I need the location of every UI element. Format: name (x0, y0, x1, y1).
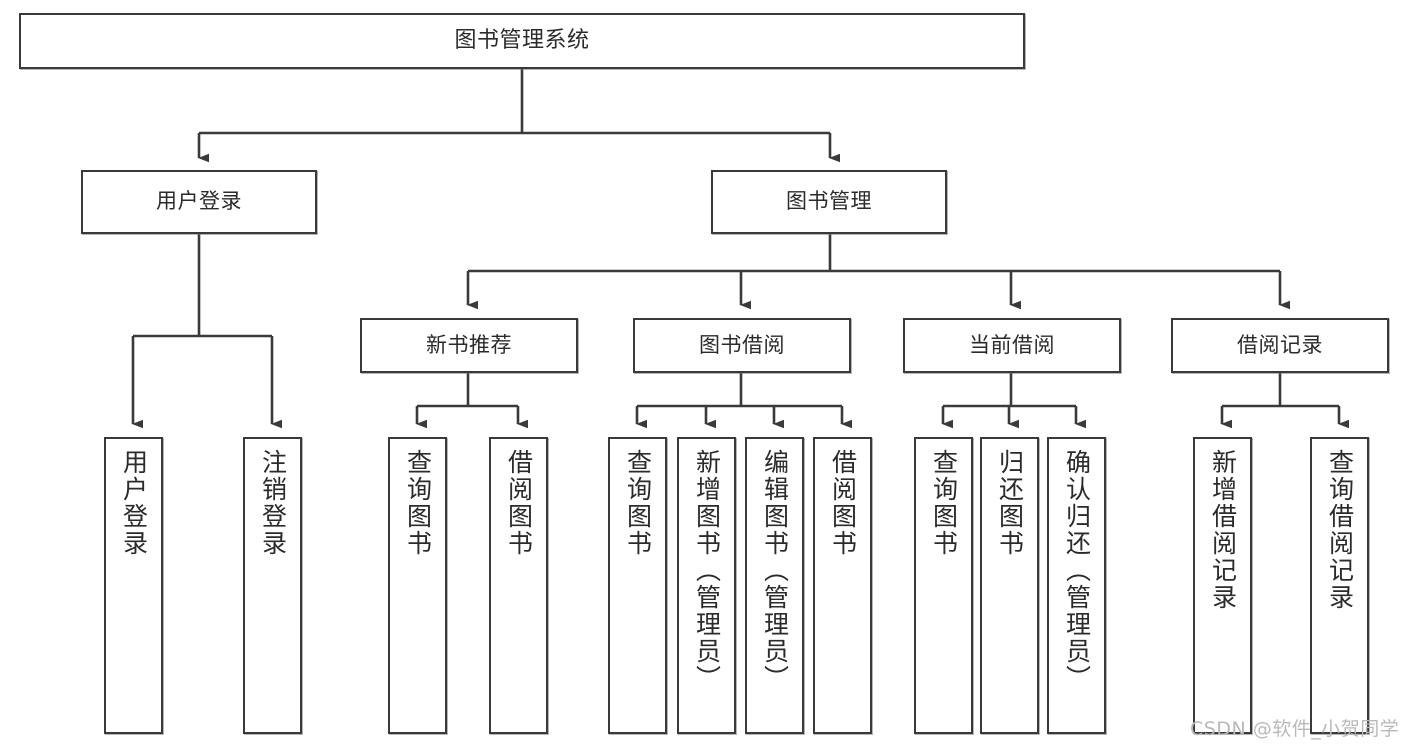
node-leaf-borrow-book[interactable]: 借阅图书 (813, 437, 872, 734)
node-label: 注销登录 (258, 449, 288, 557)
node-label: 查询借阅记录 (1325, 449, 1355, 611)
node-root-system[interactable]: 图书管理系统 (19, 13, 1025, 69)
node-label: 当前借阅 (969, 332, 1055, 357)
node-leaf-query-book-recommend[interactable]: 查询图书 (388, 437, 447, 734)
node-label: 新增借阅记录 (1208, 449, 1238, 611)
node-leaf-return-book[interactable]: 归还图书 (980, 437, 1039, 734)
node-user-login[interactable]: 用户登录 (81, 170, 317, 234)
node-leaf-user-login[interactable]: 用户登录 (104, 437, 163, 734)
node-book-manage[interactable]: 图书管理 (711, 170, 947, 234)
node-current-borrow[interactable]: 当前借阅 (903, 318, 1121, 373)
node-leaf-borrow-book-recommend[interactable]: 借阅图书 (489, 437, 548, 734)
node-borrow-record[interactable]: 借阅记录 (1171, 318, 1389, 373)
node-label: 新书推荐 (426, 332, 512, 357)
node-label: 图书管理 (786, 189, 872, 214)
node-label: 借阅图书 (504, 449, 534, 557)
node-label: 图书管理系统 (454, 27, 590, 53)
node-label: 查询图书 (929, 449, 959, 557)
node-leaf-confirm-return-admin[interactable]: 确认归还（管理员） (1047, 437, 1106, 734)
node-label: 新增图书（管理员） (692, 449, 722, 692)
node-label: 图书借阅 (699, 332, 785, 357)
node-label: 归还图书 (995, 449, 1025, 557)
node-leaf-query-book-current[interactable]: 查询图书 (914, 437, 973, 734)
node-label: 借阅记录 (1237, 332, 1323, 357)
node-label: 查询图书 (403, 449, 433, 557)
node-label: 查询图书 (623, 449, 653, 557)
node-leaf-add-borrow-record[interactable]: 新增借阅记录 (1193, 437, 1252, 734)
node-leaf-edit-book-admin[interactable]: 编辑图书（管理员） (745, 437, 804, 734)
node-label: 编辑图书（管理员） (760, 449, 790, 692)
node-label: 用户登录 (156, 189, 242, 214)
node-leaf-add-book-admin[interactable]: 新增图书（管理员） (677, 437, 736, 734)
node-label: 确认归还（管理员） (1062, 449, 1092, 692)
node-new-book-recommend[interactable]: 新书推荐 (360, 318, 578, 373)
node-book-borrow[interactable]: 图书借阅 (633, 318, 851, 373)
csdn-watermark: CSDN @软件_小贺同学 (1190, 718, 1400, 740)
node-label: 借阅图书 (828, 449, 858, 557)
node-label: 用户登录 (119, 449, 149, 557)
node-leaf-query-book-borrow[interactable]: 查询图书 (608, 437, 667, 734)
node-leaf-query-borrow-record[interactable]: 查询借阅记录 (1310, 437, 1369, 734)
node-leaf-user-logout[interactable]: 注销登录 (243, 437, 302, 734)
